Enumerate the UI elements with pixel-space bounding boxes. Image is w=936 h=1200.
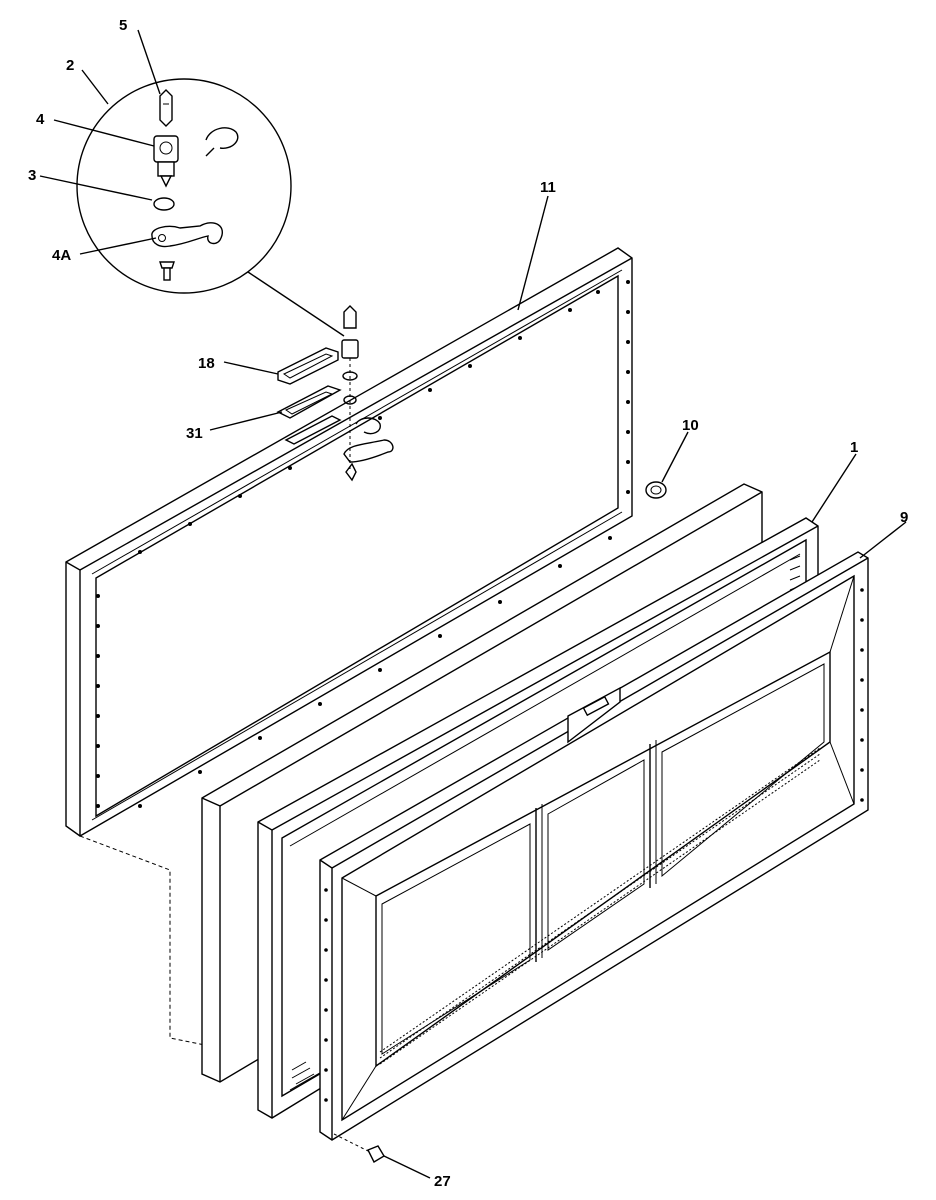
callout-2: 2	[66, 57, 74, 74]
callout-27: 27	[434, 1173, 451, 1190]
callout-labels: 5 2 4 3 4A 11 18 31 10 1 9 27	[28, 17, 908, 1190]
callout-5: 5	[119, 17, 127, 34]
o-ring-part	[153, 197, 175, 211]
key-part	[159, 89, 173, 127]
callout-3: 3	[28, 167, 36, 184]
callout-10: 10	[682, 417, 699, 434]
screw-part	[159, 261, 175, 281]
callout-11: 11	[540, 179, 556, 196]
screw-27-part	[333, 1133, 385, 1163]
callout-9: 9	[900, 509, 908, 526]
latch-plate-part	[151, 222, 223, 248]
outer-door-panel	[319, 551, 869, 1141]
lid-liner-panel	[65, 247, 633, 1047]
callout-18: 18	[198, 355, 215, 372]
callout-31: 31	[186, 425, 203, 442]
lock-detail-inset	[76, 78, 345, 337]
callout-4a: 4A	[52, 247, 71, 264]
plug-part	[645, 481, 667, 499]
leader-lines	[39, 29, 907, 1179]
handle-gasket-part	[276, 385, 342, 445]
callout-1: 1	[850, 439, 858, 456]
lock-assembly-on-liner	[341, 305, 394, 482]
callout-4: 4	[36, 111, 45, 128]
handle-part	[277, 347, 339, 385]
lock-cylinder-part	[153, 135, 179, 188]
